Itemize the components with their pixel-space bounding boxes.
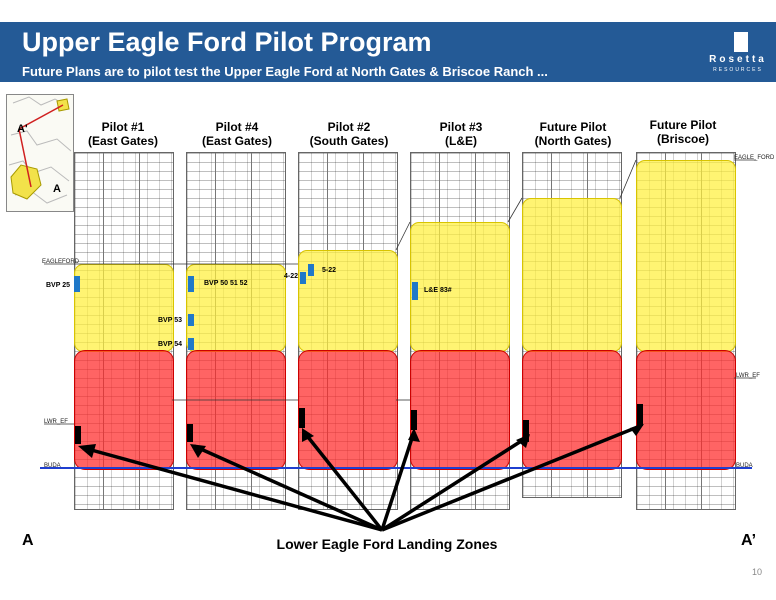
future-pilot-briscoe-title: Future Pilot — [649, 118, 717, 132]
future-pilot-north-title: Future Pilot — [539, 120, 607, 134]
upper-eagle-ford-zone — [636, 160, 736, 352]
marker-buda-left: BUDA — [44, 463, 61, 469]
future-pilot-north-heading: Future Pilot (North Gates) — [518, 120, 628, 148]
logo-subtitle: RESOURCES — [713, 67, 763, 73]
lower-eagle-ford-zone — [186, 350, 286, 470]
well-marker — [300, 272, 306, 284]
well-marker — [412, 282, 418, 300]
upper-eagle-ford-zone — [186, 264, 286, 352]
well-label-bvp54: BVP 54 — [158, 341, 182, 348]
header-banner — [0, 22, 776, 82]
marker-eagleford-left: EAGLEFORD — [42, 259, 80, 265]
well-label-bvp53: BVP 53 — [158, 317, 182, 324]
eagleford-top-correlation — [395, 221, 411, 251]
landing-zones-caption: Lower Eagle Ford Landing Zones — [276, 536, 498, 552]
landing-zone-marker — [299, 408, 305, 428]
pilot-4-area: (East Gates) — [201, 134, 273, 148]
future-pilot-briscoe-area: (Briscoe) — [656, 132, 709, 146]
lower-eagle-ford-zone — [298, 350, 398, 470]
well-marker — [308, 264, 314, 276]
marker-buda-right: BUDA — [736, 463, 753, 469]
page-subtitle: Future Plans are to pilot test the Upper… — [22, 64, 548, 79]
well-label-bvp25: BVP 25 — [46, 282, 70, 289]
pilot-1-title: Pilot #1 — [101, 120, 145, 134]
well-label-4-22: 4-22 — [284, 273, 299, 280]
well-label-5-22: 5-22 — [322, 267, 337, 274]
upper-eagle-ford-zone — [522, 198, 622, 352]
minimap-label-a-prime: A' — [17, 123, 28, 135]
well-label-le: L&E 83# — [424, 287, 452, 294]
upper-eagle-ford-zone — [298, 250, 398, 352]
rosetta-logo-icon — [734, 32, 748, 52]
well-label-bvp50: BVP 50 51 52 — [204, 280, 248, 287]
landing-zone-marker — [411, 410, 417, 430]
lower-eagle-ford-zone — [522, 350, 622, 470]
landing-zone-marker — [523, 420, 529, 442]
pilot-4-heading: Pilot #4 (East Gates) — [182, 120, 292, 148]
well-marker — [188, 314, 194, 326]
pilot-1-area: (East Gates) — [87, 134, 159, 148]
pilot-3-heading: Pilot #3 (L&E) — [406, 120, 516, 148]
pilot-1-heading: Pilot #1 (East Gates) — [68, 120, 178, 148]
minimap-label-a: A — [53, 183, 61, 195]
eagleford-top-correlation — [619, 159, 637, 199]
upper-eagle-ford-zone — [74, 264, 174, 352]
well-marker — [188, 276, 194, 292]
upper-eagle-ford-zone — [410, 222, 510, 352]
future-pilot-north-area: (North Gates) — [534, 134, 612, 148]
pilot-3-area: (L&E) — [445, 134, 477, 148]
lower-eagle-ford-zone — [410, 350, 510, 470]
well-marker — [74, 276, 80, 292]
well-marker — [188, 338, 194, 350]
pilot-2-area: (South Gates) — [309, 134, 389, 148]
cross-section-label-a-prime: A’ — [741, 532, 757, 549]
future-pilot-briscoe-heading: Future Pilot (Briscoe) — [628, 118, 738, 146]
landing-zone-marker — [75, 426, 81, 444]
cross-section-label-a: A — [22, 532, 34, 549]
marker-lwr-ef-left: LWR_EF — [44, 419, 68, 425]
minimap-drawing — [8, 96, 72, 204]
page-title: Upper Eagle Ford Pilot Program — [22, 27, 432, 57]
marker-lwr-ef-right: LWR_EF — [736, 373, 760, 379]
page-number: 10 — [751, 567, 762, 577]
landing-zone-marker — [187, 424, 193, 442]
pilot-2-title: Pilot #2 — [327, 120, 371, 134]
logo-name: Rosetta — [709, 54, 767, 65]
marker-eagleford-right: EAGLE_FORD — [734, 155, 775, 161]
lower-eagle-ford-zone — [636, 350, 736, 470]
pilot-4-title: Pilot #4 — [215, 120, 259, 134]
pilot-2-heading: Pilot #2 (South Gates) — [294, 120, 404, 148]
lower-eagle-ford-zone — [74, 350, 174, 470]
eagleford-top-correlation — [507, 197, 523, 223]
landing-zone-marker — [637, 404, 643, 426]
pilot-3-title: Pilot #3 — [439, 120, 483, 134]
location-minimap: A' A — [6, 94, 74, 212]
